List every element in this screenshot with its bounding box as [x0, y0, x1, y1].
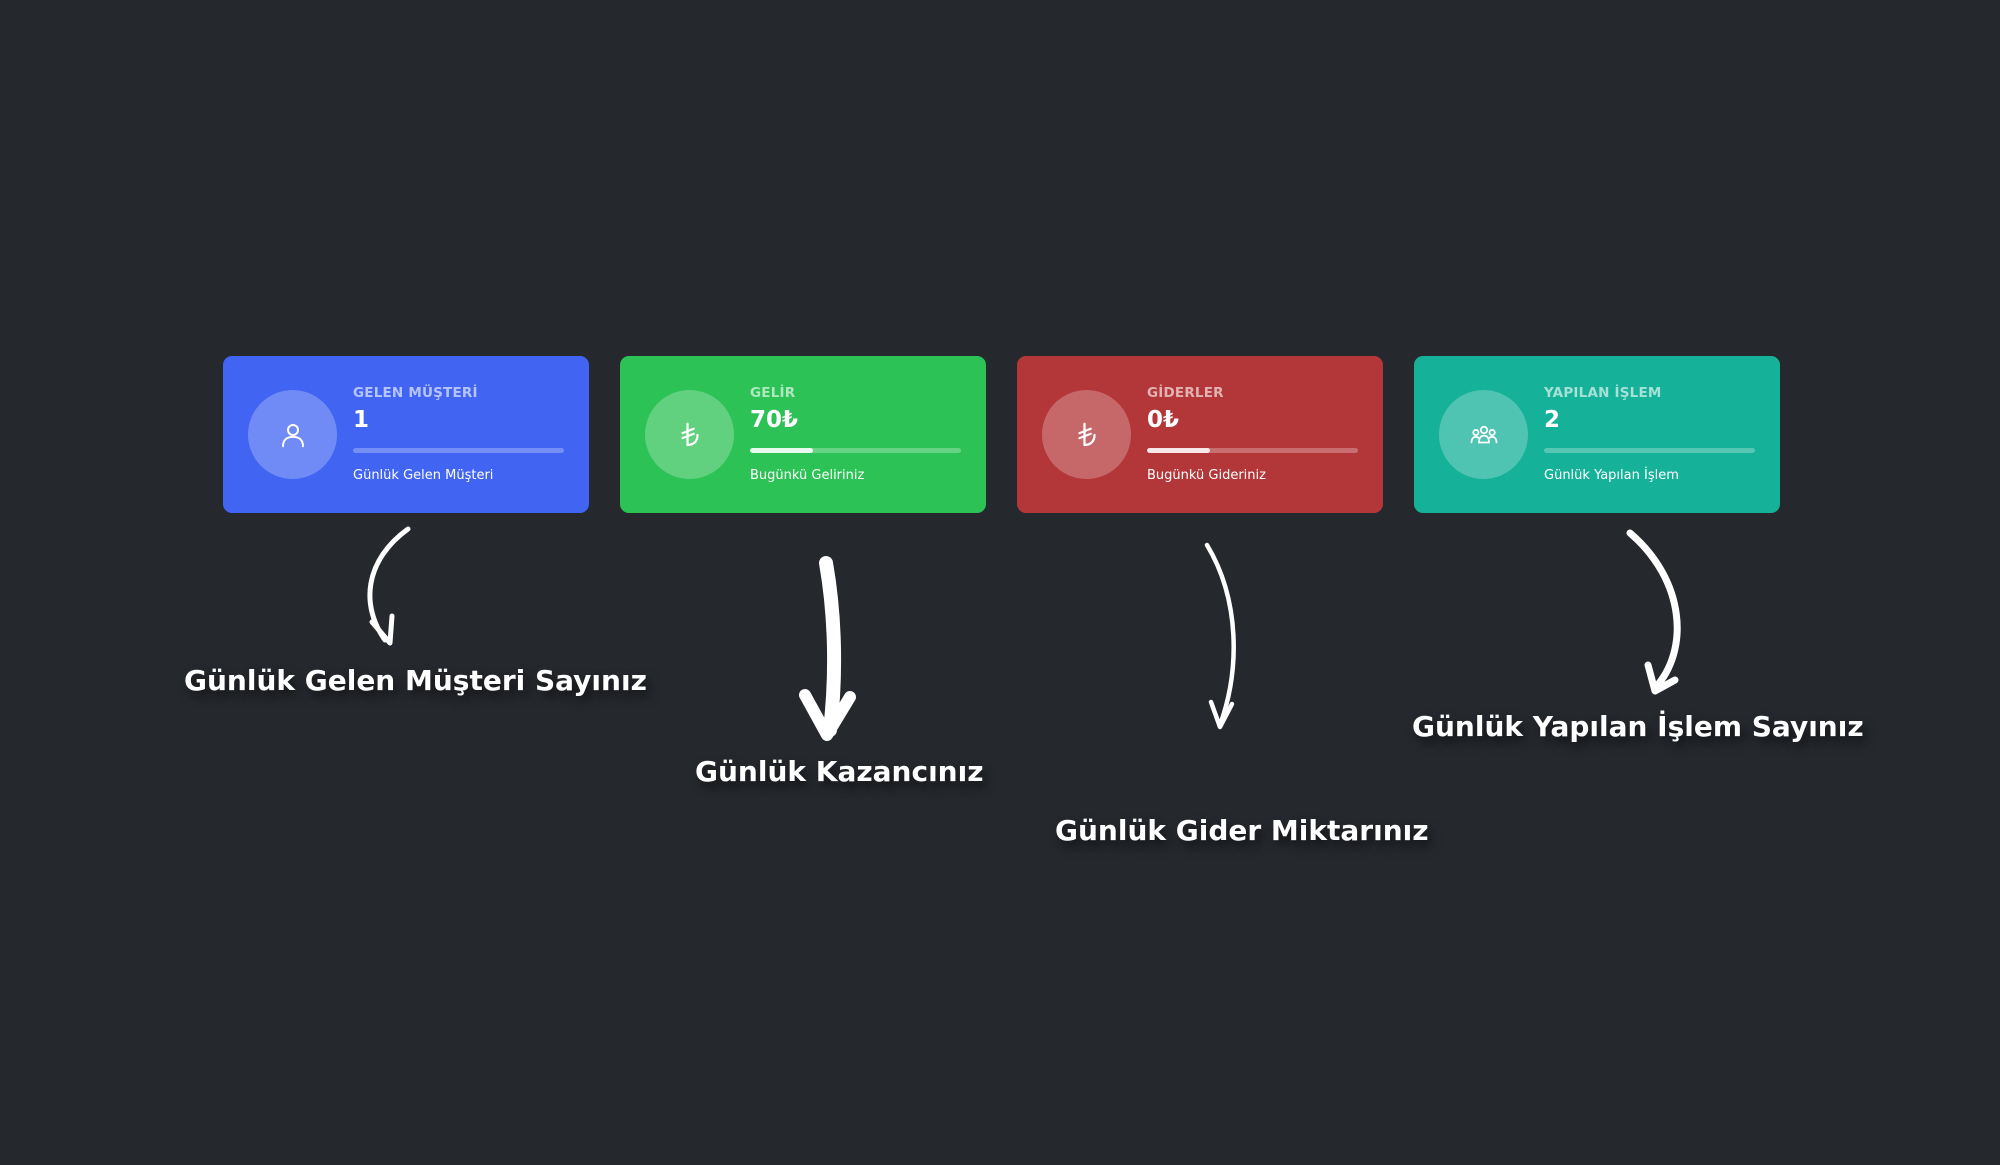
arrow-3-icon — [1204, 542, 1236, 730]
caption-income: Günlük Kazancınız — [695, 755, 984, 788]
card-value: 70₺ — [750, 407, 799, 433]
card-subtitle: Günlük Gelen Müşteri — [353, 468, 494, 483]
expenses-card[interactable]: GİDERLER 0₺ Bugünkü Gideriniz — [1017, 356, 1383, 513]
card-subtitle: Bugünkü Geliriniz — [750, 468, 865, 483]
transactions-card[interactable]: YAPILAN İŞLEM 2 Günlük Yapılan İşlem — [1414, 356, 1780, 513]
income-card[interactable]: GELİR 70₺ Bugünkü Geliriniz — [620, 356, 986, 513]
arrow-4-icon — [1626, 529, 1681, 695]
caption-transactions: Günlük Yapılan İşlem Sayınız — [1412, 710, 1864, 743]
card-title: GELİR — [750, 385, 796, 401]
card-value: 1 — [353, 407, 370, 433]
progress-bar — [353, 448, 564, 453]
progress-fill — [750, 448, 814, 453]
customers-card[interactable]: GELEN MÜŞTERİ 1 Günlük Gelen Müşteri — [223, 356, 589, 513]
progress-bar — [750, 448, 961, 453]
arrow-2-icon — [799, 556, 856, 741]
card-value: 2 — [1544, 407, 1561, 433]
progress-fill — [1147, 448, 1211, 453]
progress-bar — [1147, 448, 1358, 453]
card-title: GELEN MÜŞTERİ — [353, 385, 478, 401]
card-subtitle: Günlük Yapılan İşlem — [1544, 468, 1679, 483]
card-title: YAPILAN İŞLEM — [1544, 385, 1662, 401]
card-title: GİDERLER — [1147, 385, 1224, 401]
arrow-1-icon — [367, 526, 411, 646]
progress-bar — [1544, 448, 1755, 453]
card-value: 0₺ — [1147, 407, 1180, 433]
caption-expenses: Günlük Gider Miktarınız — [1055, 814, 1429, 847]
lira-icon — [645, 390, 734, 479]
card-subtitle: Bugünkü Gideriniz — [1147, 468, 1266, 483]
group-icon — [1439, 390, 1528, 479]
lira-icon — [1042, 390, 1131, 479]
caption-customers: Günlük Gelen Müşteri Sayınız — [184, 664, 647, 697]
user-icon — [248, 390, 337, 479]
